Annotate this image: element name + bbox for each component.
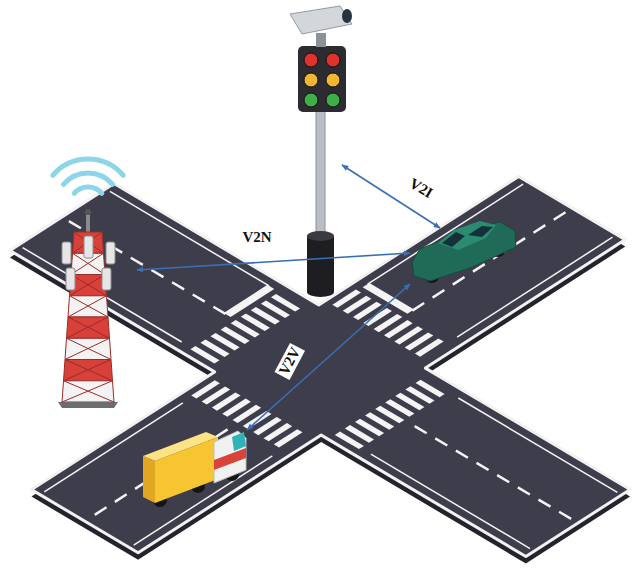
tower-foot [58,402,118,408]
road-surface [10,176,630,556]
crosswalk-stripe [271,294,300,312]
signal-lamp [326,93,340,107]
lane-markings [23,184,618,548]
car-window [442,232,465,247]
link-label: V2V [275,342,305,379]
tower-segment [68,296,108,317]
camera-lens [342,9,352,23]
signal-lamp [326,53,340,67]
tower-brace [67,338,112,359]
tower-segment [64,360,113,381]
tower-brace [64,360,112,381]
tower-brace [65,338,110,359]
camera-bracket [316,33,326,47]
cargo-side [143,456,155,503]
car [412,221,516,283]
truck [143,431,246,507]
cargo-front [155,437,218,503]
traffic-camera [290,6,352,34]
car-cabin [438,221,496,250]
lane-edge-line [368,184,523,284]
cell-tower [53,159,123,408]
lane-edge-line [23,248,182,342]
car-window [468,226,493,237]
tower-brace [62,381,113,402]
tower-segment [62,381,114,402]
cab-body [214,431,246,483]
signal-lamp [326,73,340,87]
tower-segment [67,317,110,338]
crosswalk-stripe [274,429,303,447]
tower-brace [64,381,115,402]
antenna-panel [106,242,115,264]
light-housing [298,46,346,112]
antenna-panel [66,268,75,290]
antenna-panel [102,268,111,290]
link-arrow [342,165,440,228]
pole-base-top [307,231,334,241]
signal-wave [63,173,112,184]
antenna-panel [62,242,71,264]
tower-brace [65,360,113,381]
lane-edge-line [371,454,530,548]
signal-lamp [304,93,318,107]
traffic-light [290,6,352,297]
center-dash-line [415,426,574,520]
crosswalk-stripe [416,380,445,398]
road [10,176,630,563]
signal-lamp [304,53,318,67]
link-label: V2N [240,229,273,246]
cab-window [232,432,246,451]
car-body [412,222,516,281]
pole-base-bottom [307,287,334,297]
signal-wave [74,187,102,193]
crosswalk-stripe [415,339,444,357]
link-arrow [247,284,410,430]
pole-base [307,236,334,292]
link-label: V2I [405,174,438,202]
cab-stripe [214,448,246,470]
link-arrow [137,253,410,270]
tower-mast [86,212,90,234]
communication-arrows [137,165,440,430]
tower-brace [71,275,107,296]
tower-brace [70,296,109,317]
tower-brace [67,317,109,338]
tower-segment [65,338,111,359]
tower-brace [68,317,110,338]
lane-edge-line [458,398,617,492]
tower-tip [85,209,91,215]
antenna-panel [84,236,93,258]
tower-brace [68,296,107,317]
signal-lamp [304,73,318,87]
center-dash-line [89,429,228,518]
signal-wave [53,159,123,175]
stop-box [224,285,275,317]
signal-pole [316,100,325,250]
